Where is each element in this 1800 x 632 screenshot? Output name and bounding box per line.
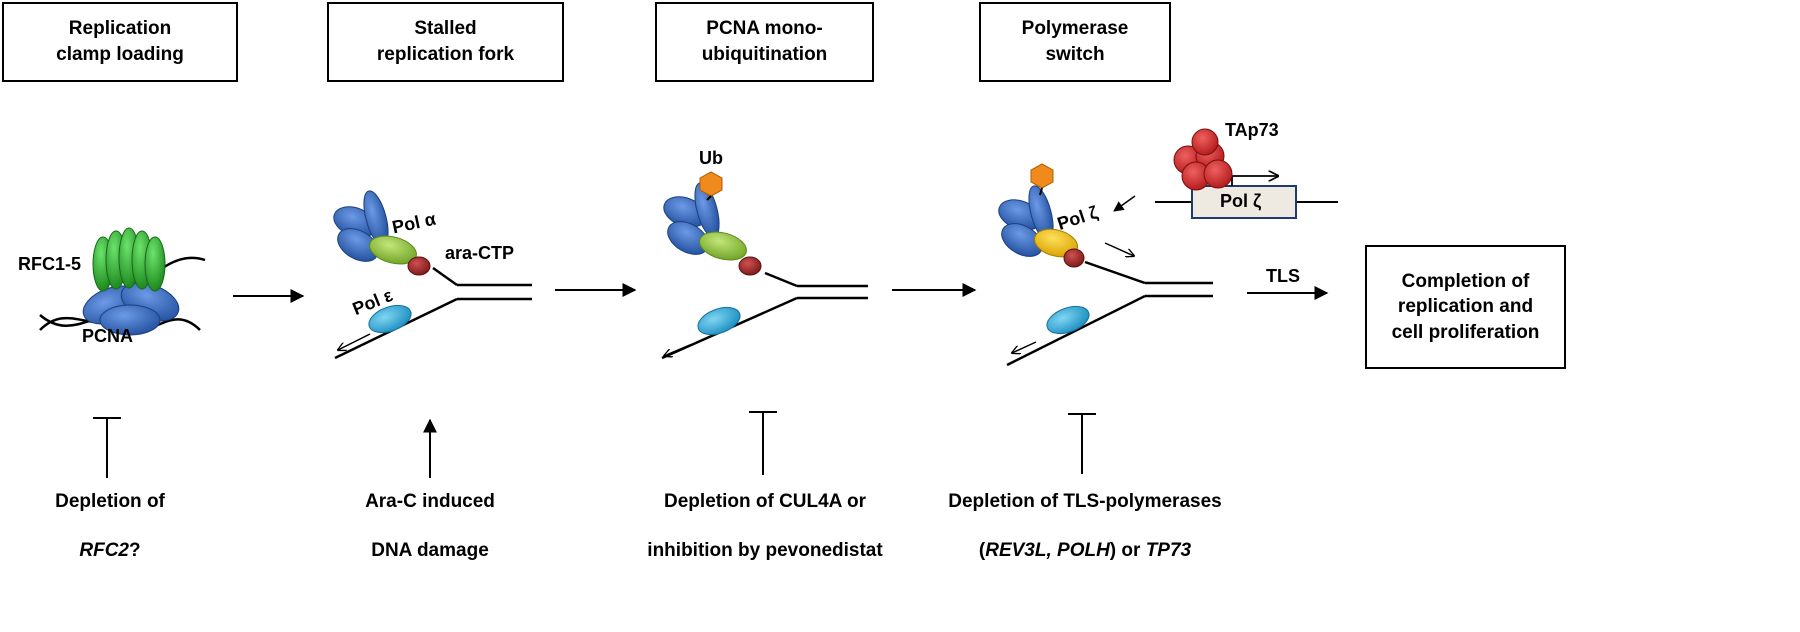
pol-epsilon-shape-4: [1046, 305, 1090, 335]
rfc-complex: [92, 227, 166, 292]
transcription-start-arrow: [1231, 176, 1278, 186]
stage-3-line1: PCNA mono-: [706, 18, 823, 40]
ara-ctp-label: ara-CTP: [445, 243, 515, 263]
outcome-line2: replication and: [1397, 296, 1534, 318]
inhibit-symbol-3: [749, 411, 777, 475]
outcome-line3: cell proliferation: [1391, 321, 1540, 343]
outcome-box: Completion of replication and cell prolife…: [1365, 245, 1566, 369]
pol-zeta-gene-box: [1191, 185, 1297, 219]
intervention-4-line1: Depletion of TLS-polymerases: [948, 491, 1222, 512]
intervention-4-genes: REV3L, POLH: [985, 540, 1110, 561]
stage-1-line1: Replication: [68, 18, 172, 40]
ub-pcna-pol-zeta-complex: [998, 163, 1085, 268]
stage-4-illustration: [998, 128, 1338, 367]
intervention-1-suffix: ?: [129, 540, 141, 561]
pcna-label: PCNA: [82, 326, 134, 346]
stage-2-line2: replication fork: [376, 44, 515, 65]
tap73-complex: [1173, 128, 1233, 191]
stage-3-illustration: [661, 171, 868, 360]
pcna-clamp: [82, 282, 180, 336]
stage-2-line1: Stalled: [414, 18, 477, 40]
tap73-label: TAp73: [1225, 120, 1279, 140]
intervention-1-line1: Depletion of: [55, 491, 165, 512]
stage-box-polymerase-switch: Polymerase switch: [979, 2, 1171, 82]
ubiquitin-hexagon-4: [1030, 163, 1054, 189]
intervention-caption-4: Depletion of TLS-polymerases (REV3L, POL…: [930, 490, 1240, 588]
ub-label: Ub: [699, 148, 723, 168]
intervention-2-line2: DNA damage: [371, 540, 489, 561]
intervention-1-gene: RFC2: [79, 540, 129, 561]
stage-2-illustration: [333, 190, 532, 360]
inhibit-symbol-1: [93, 417, 121, 478]
stage-1-illustration: [39, 227, 206, 336]
outcome-line1: Completion of: [1401, 270, 1530, 292]
ub-pcna-pol-alpha-complex: [663, 171, 762, 276]
intervention-4-mid: ) or: [1109, 540, 1146, 561]
inhibit-symbol-4: [1068, 413, 1096, 474]
stage-3-line2: ubiquitination: [701, 44, 828, 65]
stage-box-clamp-loading: Replication clamp loading: [2, 2, 238, 82]
pol-zeta-direction-arrow: [1104, 242, 1134, 256]
stage-4-line1: Polymerase: [1021, 18, 1129, 40]
intervention-3-line2: inhibition by pevonedistat: [647, 540, 883, 561]
stage-box-stalled-fork: Stalled replication fork: [327, 2, 564, 82]
rfc-label: RFC1-5: [18, 254, 82, 274]
stage-1-line2: clamp loading: [56, 44, 184, 65]
pcna-pol-alpha-complex: [333, 190, 431, 276]
intervention-4-tp73: TP73: [1145, 540, 1192, 561]
intervention-3-line1: Depletion of CUL4A or: [664, 491, 866, 512]
pol-epsilon-shape-3: [697, 306, 741, 336]
stage-4-line2: switch: [1045, 44, 1105, 65]
pol-epsilon-shape: [368, 304, 412, 334]
tls-label: TLS: [1266, 266, 1300, 286]
pol-zeta-gene-label: Pol ζ: [1220, 191, 1262, 211]
leading-arrow: [338, 333, 371, 350]
intervention-2-line1: Ara-C induced: [365, 491, 495, 512]
intervention-4-open: (: [978, 540, 986, 561]
intervention-caption-2: Ara-C induced DNA damage: [320, 490, 540, 588]
intervention-caption-1: Depletion of RFC2?: [0, 490, 220, 588]
tap73-to-pol-arrow: [1113, 195, 1136, 212]
intervention-caption-3: Depletion of CUL4A or inhibition by pevo…: [625, 490, 905, 588]
stage-box-pcna-ubiquitination: PCNA mono-ubiquitination: [655, 2, 874, 82]
